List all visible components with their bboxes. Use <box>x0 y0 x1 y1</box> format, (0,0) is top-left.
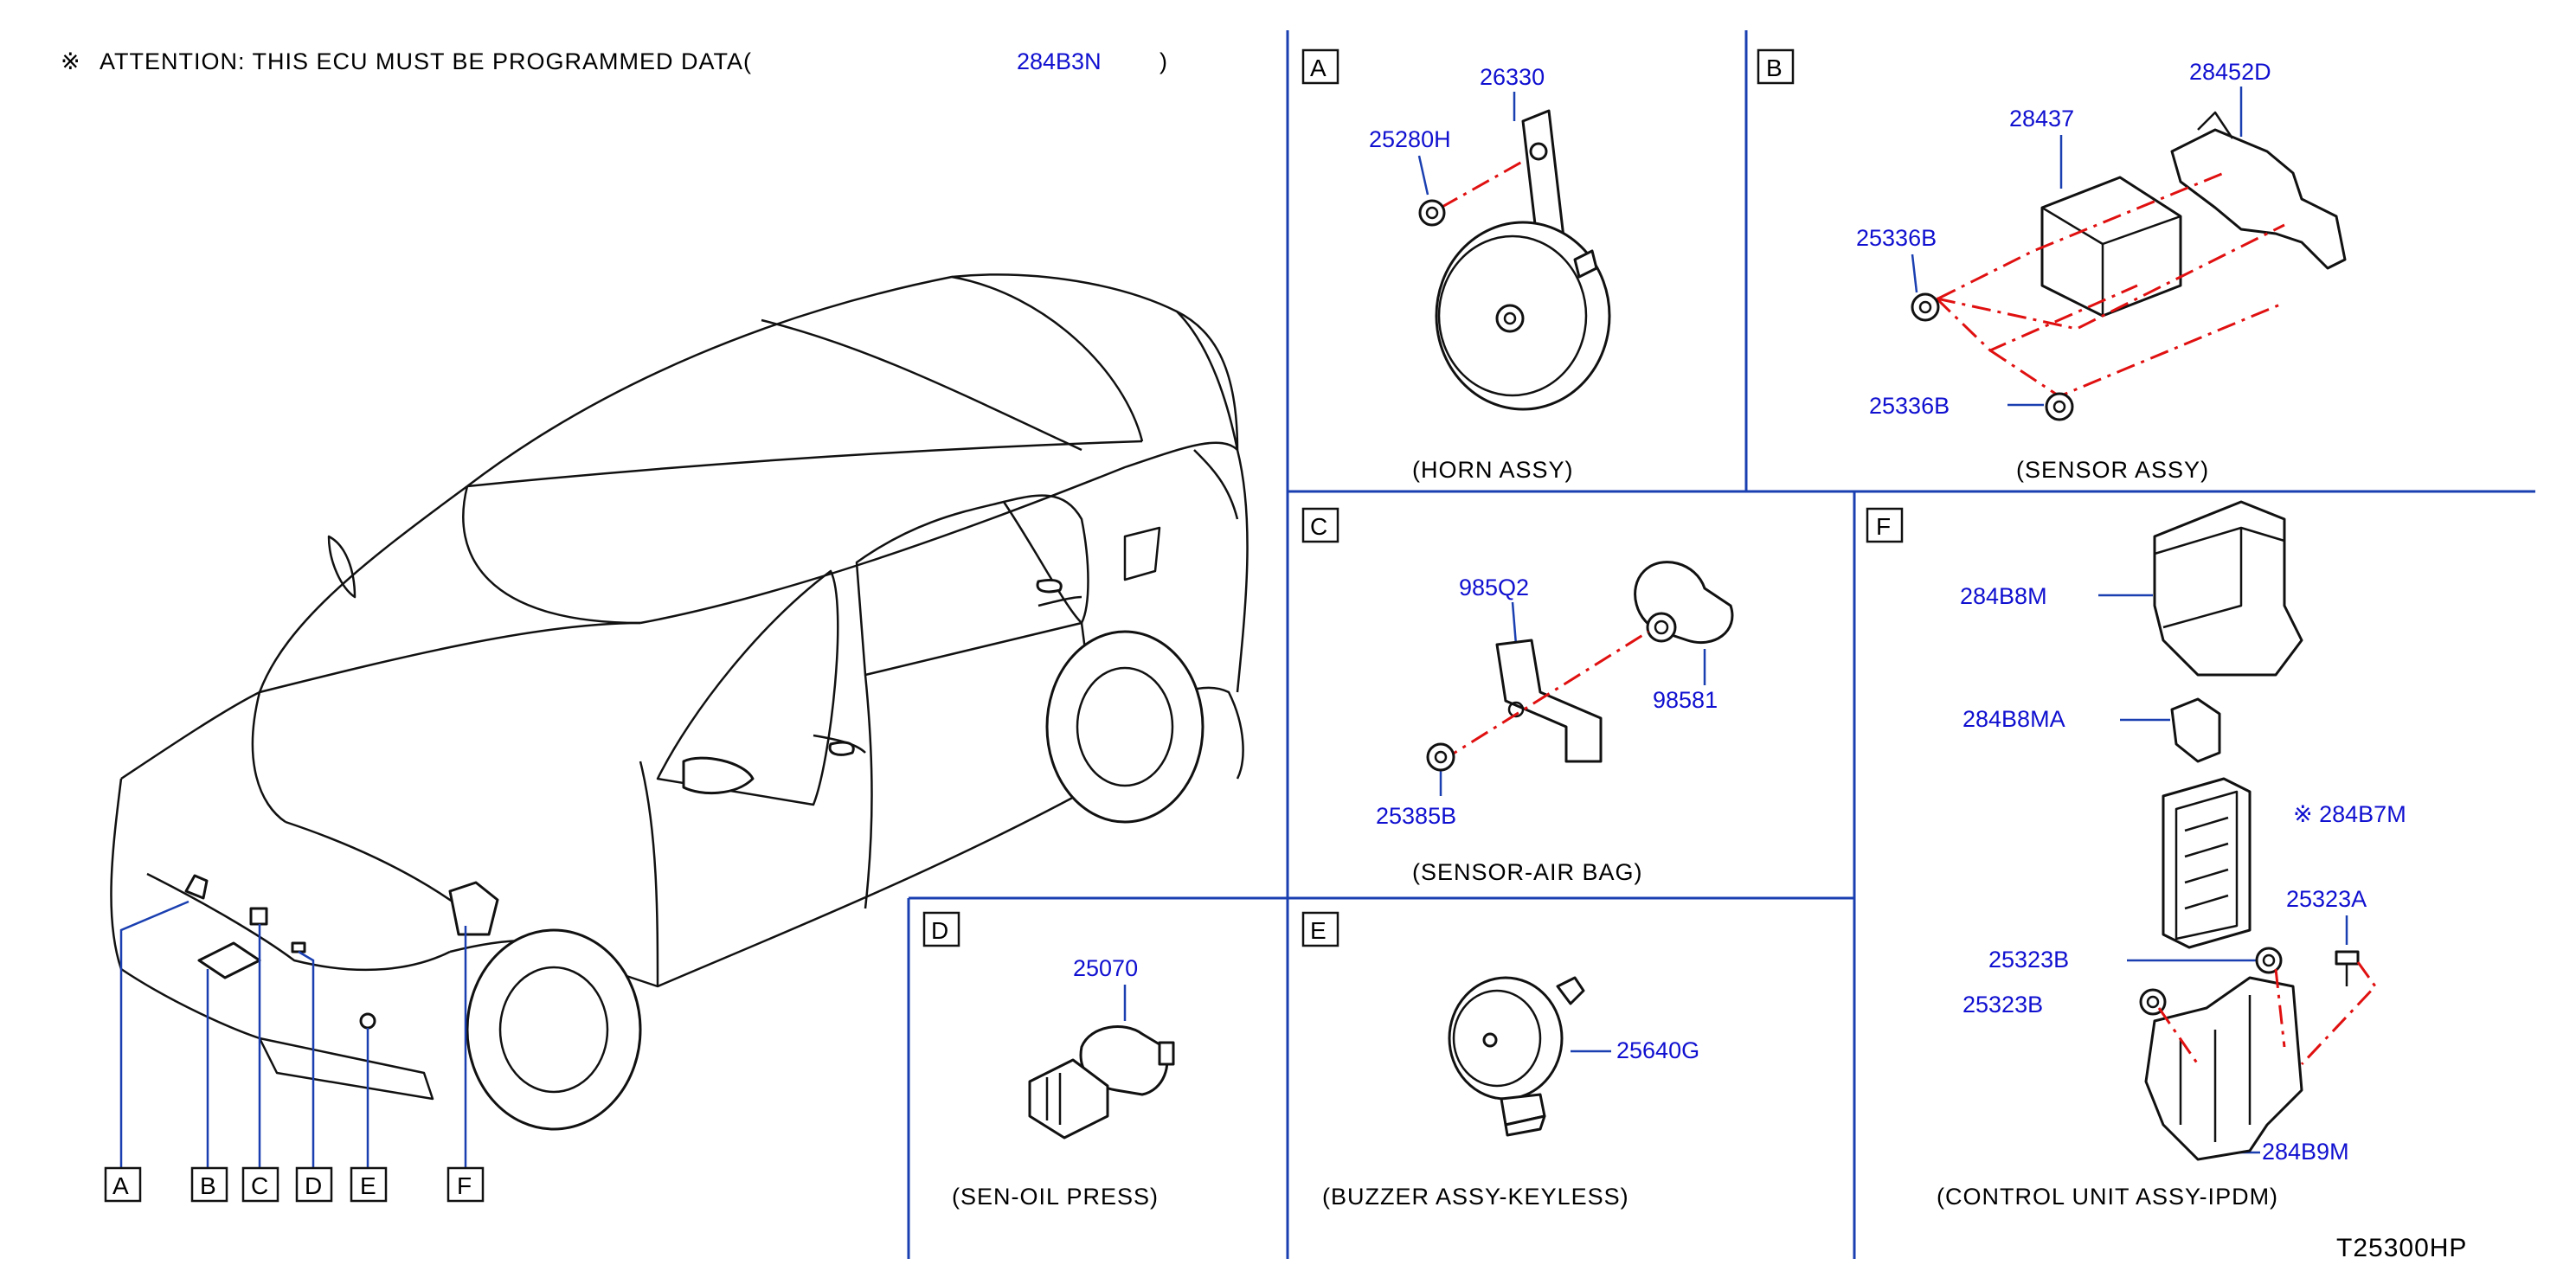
sensor-nut-lower <box>2045 392 2074 421</box>
panel-b-caption: (SENSOR ASSY) <box>2016 457 2209 483</box>
panel-f-caption: (CONTROL UNIT ASSY-IPDM) <box>1937 1184 2278 1210</box>
part-284B9M[interactable]: 284B9M <box>2262 1139 2349 1165</box>
ipdm-nut-upper <box>2255 947 2283 974</box>
sensor-bracket <box>2170 128 2347 270</box>
sensor-nut-upper <box>1911 292 1940 322</box>
panel-f-letter: F <box>1876 513 1891 540</box>
part-985Q2[interactable]: 985Q2 <box>1459 575 1529 600</box>
callout-box-e[interactable] <box>350 1166 388 1203</box>
attention-part-number[interactable]: 284B3N <box>1017 48 1102 74</box>
part-25336B-upper[interactable]: 25336B <box>1856 225 1937 251</box>
panel-e-letter: E <box>1310 917 1327 944</box>
callout-box-c[interactable] <box>241 1166 279 1203</box>
panel-frames <box>907 30 2535 1259</box>
callout-b: B <box>200 1172 216 1199</box>
car-callouts: A B C D E F <box>104 1166 485 1203</box>
part-25336B-lower[interactable]: 25336B <box>1869 393 1950 419</box>
part-25323B-lower[interactable]: 25323B <box>1963 992 2043 1018</box>
panel-d-caption: (SEN-OIL PRESS) <box>952 1184 1159 1210</box>
part-284B7M[interactable]: ※ 284B7M <box>2293 801 2406 827</box>
rear-wheel <box>1045 630 1204 824</box>
panel-d: D 25070 (SEN-OIL PRESS) <box>922 911 1175 1210</box>
horn-nut <box>1418 199 1446 227</box>
part-98581[interactable]: 98581 <box>1653 687 1718 713</box>
part-25280H[interactable]: 25280H <box>1369 126 1451 152</box>
front-wheel <box>466 928 642 1131</box>
panel-c-caption: (SENSOR-AIR BAG) <box>1412 859 1643 885</box>
callout-f: F <box>457 1172 472 1199</box>
airbag-sensor-nut <box>1426 742 1455 772</box>
ipdm-cover <box>2153 500 2303 677</box>
part-25385B[interactable]: 25385B <box>1376 803 1456 829</box>
panel-b-letter: B <box>1766 55 1783 81</box>
airbag-sensor-bracket <box>1495 639 1603 763</box>
sensor-module <box>2040 176 2182 318</box>
part-26330[interactable]: 26330 <box>1480 64 1545 90</box>
panel-c-letter: C <box>1310 513 1327 540</box>
callout-d: D <box>305 1172 322 1199</box>
figure-code: T25300HP <box>2336 1234 2467 1262</box>
attention-text: ATTENTION: THIS ECU MUST BE PROGRAMMED D… <box>100 48 752 74</box>
attention-close: ) <box>1160 48 1168 74</box>
panel-a-letter: A <box>1310 55 1327 81</box>
ipdm-clip <box>2170 697 2221 763</box>
part-25070[interactable]: 25070 <box>1073 955 1138 981</box>
part-284B8MA[interactable]: 284B8MA <box>1963 706 2065 732</box>
part-284B8M[interactable]: 284B8M <box>1960 583 2047 609</box>
callout-e: E <box>360 1172 376 1199</box>
panel-c: C 985Q2 98581 25385B (SENSOR-AIR BAG) <box>1301 507 1734 885</box>
part-28452D[interactable]: 28452D <box>2189 59 2271 85</box>
part-25323B-upper[interactable]: 25323B <box>1988 947 2069 973</box>
callout-a: A <box>112 1172 129 1199</box>
car-illustration <box>110 273 1249 1131</box>
callout-box-b[interactable] <box>190 1166 228 1203</box>
panel-f: F 284B8M 284B8MA ※ 284B7M 25323A 25323B … <box>1866 500 2406 1210</box>
panel-e-caption: (BUZZER ASSY-KEYLESS) <box>1322 1184 1629 1210</box>
part-28437[interactable]: 28437 <box>2009 106 2074 132</box>
panel-d-letter: D <box>931 917 948 944</box>
panel-e: E 25640G (BUZZER ASSY-KEYLESS) <box>1301 911 1699 1210</box>
panel-b: B 28452D 28437 25336B 25336B (SENSOR ASS… <box>1757 48 2347 483</box>
buzzer-body <box>1448 976 1564 1101</box>
callout-box-a[interactable] <box>104 1166 142 1203</box>
callout-box-d[interactable] <box>295 1166 333 1203</box>
ipdm-bolt <box>2335 950 2360 966</box>
panel-a-caption: (HORN ASSY) <box>1412 457 1574 483</box>
ipdm-control-unit <box>2162 777 2252 949</box>
part-25323A[interactable]: 25323A <box>2286 886 2367 912</box>
car-leaders <box>119 900 467 1185</box>
panel-a: A 26330 25280H (HORN ASSY) <box>1301 48 1611 483</box>
ipdm-bracket <box>2144 976 2303 1161</box>
attention-mark: ※ <box>61 48 81 74</box>
part-25640G[interactable]: 25640G <box>1616 1037 1699 1063</box>
callout-c: C <box>251 1172 268 1199</box>
callout-box-f[interactable] <box>446 1166 485 1203</box>
